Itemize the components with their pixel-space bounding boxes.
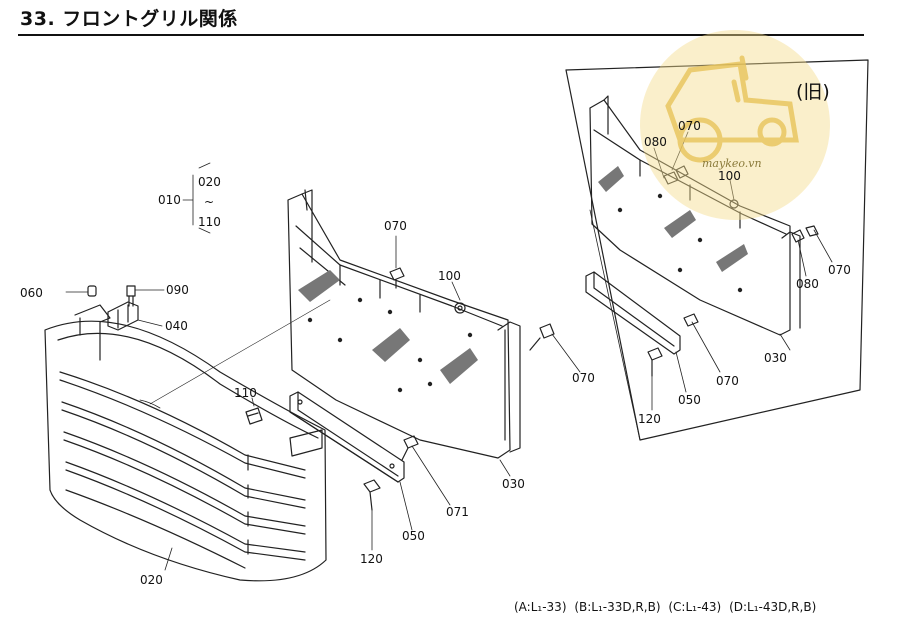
label-inset-070: 070 <box>678 119 701 133</box>
label-071: 071 <box>446 505 469 519</box>
label-inset-120: 120 <box>638 412 661 426</box>
part-labels: 010 020 ~ 110 060 090 040 020 110 120 05… <box>20 81 851 587</box>
parts-diagram: maykeo.vn 010 020 ~ 110 060 090 040 020 … <box>20 30 869 587</box>
label-inset-070-right: 070 <box>828 263 851 277</box>
model-c: (C:L₁-43) <box>668 600 722 614</box>
page-title: 33. フロントグリル関係 <box>20 8 238 30</box>
label-inset-100: 100 <box>718 169 741 183</box>
label-010: 010 <box>158 193 181 207</box>
label-inset-080-right: 080 <box>796 277 819 291</box>
bolt-090 <box>126 285 136 307</box>
rail-050 <box>289 391 405 483</box>
inset-bolt-080-right <box>791 225 819 243</box>
bolt-070-center <box>389 267 405 289</box>
nut-100-center <box>454 302 466 314</box>
inset-rail-050 <box>585 271 681 355</box>
label-100-center: 100 <box>438 269 461 283</box>
label-050: 050 <box>402 529 425 543</box>
bolt-070-right <box>529 323 555 351</box>
label-070-center: 070 <box>384 219 407 233</box>
title-rule <box>18 34 864 36</box>
label-070-right: 070 <box>572 371 595 385</box>
tractor-icon <box>665 55 799 163</box>
inset-bolt-120 <box>647 347 663 377</box>
label-030: 030 <box>502 477 525 491</box>
inset-tag: (旧) <box>796 81 830 103</box>
model-b: (B:L₁-33D,R,B) <box>574 600 661 614</box>
label-110: 110 <box>234 386 257 400</box>
label-060: 060 <box>20 286 43 300</box>
watermark: maykeo.vn <box>640 30 830 220</box>
clip-110 <box>245 407 263 425</box>
model-d: (D:L₁-43D,R,B) <box>729 600 817 614</box>
inset-screen-panel <box>589 95 801 336</box>
bolt-071 <box>401 435 419 461</box>
screen-panel-030 <box>287 189 521 459</box>
inset-frame <box>565 59 869 441</box>
label-inset-030: 030 <box>764 351 787 365</box>
model-a: (A:L₁-33) <box>514 600 567 614</box>
label-110-range: 110 <box>198 215 221 229</box>
front-grille <box>44 299 331 582</box>
watermark-text: maykeo.vn <box>702 157 762 170</box>
range-tilde: ~ <box>204 195 214 209</box>
inset-bolt-070-lower <box>683 313 699 327</box>
label-020: 020 <box>140 573 163 587</box>
label-020-range: 020 <box>198 175 221 189</box>
label-inset-050: 050 <box>678 393 701 407</box>
watermark-disc <box>640 30 830 220</box>
clip-060 <box>87 285 97 297</box>
label-inset-080: 080 <box>644 135 667 149</box>
label-120: 120 <box>360 552 383 566</box>
label-inset-070-lower: 070 <box>716 374 739 388</box>
leader-lines <box>65 131 833 571</box>
bolt-120 <box>363 479 381 511</box>
label-040: 040 <box>165 319 188 333</box>
label-090: 090 <box>166 283 189 297</box>
model-list: (A:L₁-33) (B:L₁-33D,R,B) (C:L₁-43) (D:L₁… <box>514 600 820 614</box>
